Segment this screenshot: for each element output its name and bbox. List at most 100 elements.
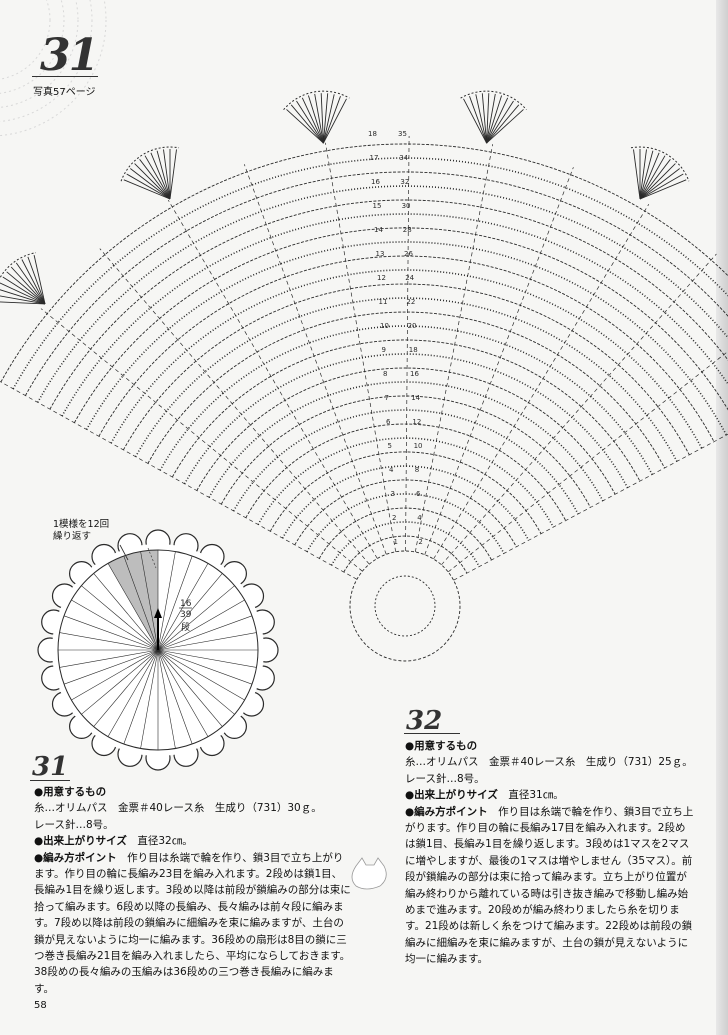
mini-spoke [93, 573, 159, 651]
fan-stitch [0, 301, 46, 305]
row-number-left: 15 [373, 202, 382, 210]
fan-stitch [301, 97, 324, 144]
mini-spoke [71, 599, 159, 651]
fan-stitch [150, 152, 171, 200]
row-number-left: 8 [383, 370, 387, 378]
row-number-left: 17 [370, 154, 379, 162]
row-number-left: 11 [379, 298, 388, 306]
fan-stitch [320, 93, 324, 144]
yarn-spec: 糸…オリムパス 金票＃40レース糸 生成り（731）25ｇ。 [405, 756, 693, 769]
fan-stitch [639, 173, 684, 200]
fan-stitch [163, 149, 171, 200]
pattern-31-label: 31 [32, 752, 69, 782]
row-number-left: 7 [385, 394, 389, 402]
mini-spoke [157, 649, 257, 668]
corner-doily-ring [0, 0, 65, 94]
fan-stitch [2, 276, 46, 305]
row-number-left: 9 [382, 346, 386, 354]
repeat-wedge [108, 550, 158, 650]
mini-spoke [123, 649, 159, 745]
mini-spoke [157, 599, 245, 651]
mini-spoke [59, 632, 159, 651]
mini-spoke [63, 649, 159, 685]
scallop-fan [283, 90, 350, 144]
pattern-32-label: 32 [406, 706, 443, 736]
chart-spoke [447, 350, 728, 573]
chart-spoke [325, 142, 397, 552]
chart-spoke [453, 433, 728, 581]
mini-spoke [157, 649, 245, 701]
mini-spoke [157, 615, 253, 651]
fan-picot-edge [120, 146, 180, 182]
mini-spoke [140, 649, 159, 749]
fan-picot-edge [283, 90, 350, 111]
fan-stitch [639, 155, 666, 200]
fan-stitch [21, 259, 46, 305]
points-text: 作り目は糸端で輪を作り、鎖3目で立ち上がります。作り目の輪に長編み17目を編み入… [405, 805, 694, 966]
mini-spoke [157, 649, 193, 745]
fan-stitch [134, 163, 171, 200]
fan-stitch [0, 282, 46, 305]
fan-stitch [0, 295, 46, 305]
direction-arrow-head [154, 608, 162, 618]
chart-row-arc [196, 367, 616, 495]
fan-stitch [123, 179, 171, 200]
mini-spoke [157, 563, 209, 651]
mini-spoke [71, 649, 159, 701]
label-underline [404, 733, 460, 734]
label-underline [30, 780, 70, 781]
row-number-right: 32 [400, 178, 409, 186]
fan-stitch [15, 262, 46, 305]
row-number-right: 34 [399, 154, 408, 162]
row-number-right: 18 [409, 346, 418, 354]
mini-spoke [93, 649, 159, 727]
fan-stitch [481, 93, 488, 144]
fan-stitch [314, 93, 324, 144]
row-number-right: 2 [418, 538, 422, 546]
scallop-fan [120, 146, 180, 200]
fan-stitch [639, 159, 671, 200]
chart-row-arc [208, 381, 604, 502]
fan-stitch [463, 98, 487, 144]
photo-reference: 写真57ページ [33, 87, 96, 98]
mini-spoke [157, 649, 209, 737]
points-title: ●編み方ポイント [34, 851, 117, 864]
corner-doily-ring [0, 0, 107, 137]
scallop-fan [0, 252, 46, 305]
row-number-left: 13 [376, 250, 385, 258]
fan-stitch [322, 93, 329, 144]
fan-stitch [6, 271, 46, 305]
row-number-left: 16 [371, 178, 380, 186]
mini-spoke [157, 649, 223, 727]
mini-spoke [81, 649, 159, 715]
page-number: 58 [34, 1000, 47, 1011]
chart-row-arc [183, 353, 629, 489]
pattern-32-instructions: ●用意するもの 糸…オリムパス 金票＃40レース糸 生成り（731）25ｇ。 レ… [405, 738, 695, 968]
fan-stitch [307, 95, 324, 144]
fan-stitch [486, 97, 509, 144]
mini-spoke [157, 585, 235, 651]
mini-spoke [59, 649, 159, 668]
cat-face [351, 857, 387, 890]
row-number-right: 14 [411, 394, 420, 402]
row-number-right: 16 [410, 370, 419, 378]
chart-row-arc [12, 157, 728, 390]
mini-row-label-bot: 段 [181, 621, 190, 633]
size-value: 直径32㎝。 [137, 835, 193, 848]
chart-spoke [424, 167, 574, 555]
fan-stitch [486, 109, 524, 144]
fan-stitch [639, 150, 654, 200]
row-number-right: 6 [416, 490, 421, 498]
row-number-right: 30 [402, 202, 411, 210]
chart-spoke [433, 204, 650, 560]
pattern-31-instructions: ●用意するもの 糸…オリムパス 金票＃40レース糸 生成り（731）30ｇ。 レ… [34, 784, 352, 997]
chart-spoke [414, 144, 494, 553]
fan-stitch [639, 152, 660, 200]
row-number-left: 18 [368, 130, 377, 138]
fan-stitch [322, 96, 341, 144]
row-number-left: 2 [392, 514, 396, 522]
fan-stitch [639, 149, 647, 200]
fan-stitch [296, 100, 324, 144]
corner-doily-ring [0, 0, 51, 80]
row-number-left: 10 [380, 322, 389, 330]
